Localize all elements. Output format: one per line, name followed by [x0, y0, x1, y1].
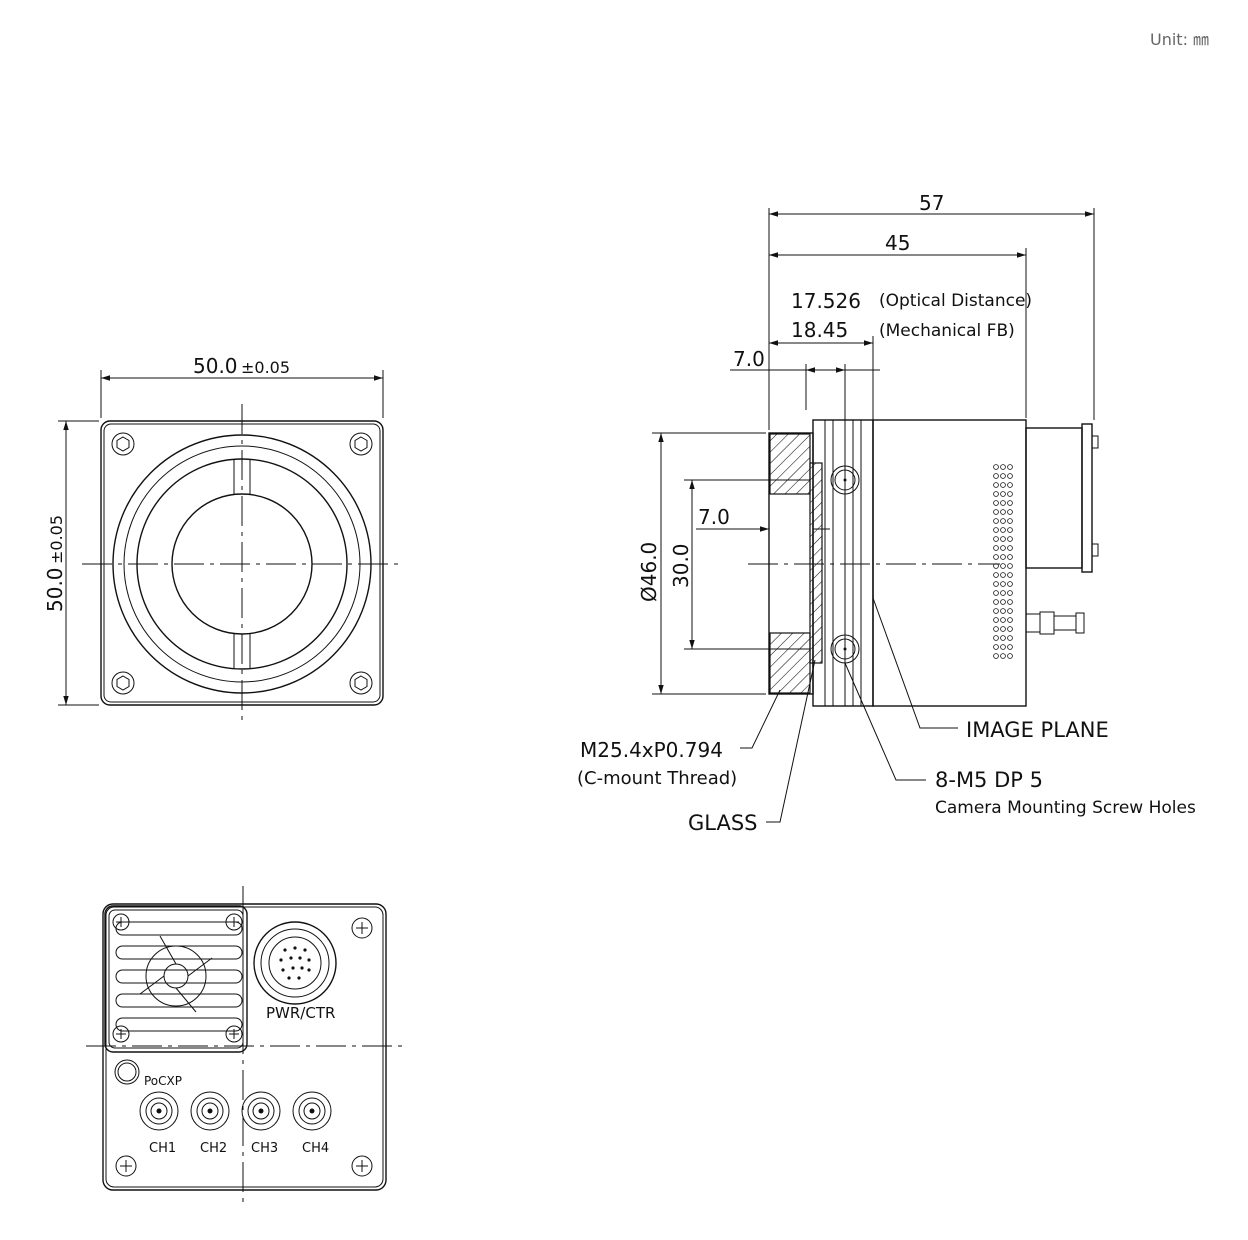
channel-label-ch2: CH2 [200, 1141, 227, 1156]
dim-7-mid: 7.0 [698, 505, 730, 529]
dim-diameter: Ø46.0 [637, 542, 661, 602]
side-view: 57 45 17.526 (Optical Distance) 18.45 (M… [577, 191, 1196, 835]
led-icon [114, 1059, 140, 1085]
dim-optical: 17.526 [791, 289, 861, 313]
hex-screw-icon [349, 671, 373, 695]
screw-icon [225, 1025, 243, 1043]
channel-label-ch3: CH3 [251, 1141, 278, 1156]
callout-screws: 8-M5 DP 5 [935, 768, 1043, 792]
label-mech: (Mechanical FB) [879, 321, 1015, 341]
screw-icon [112, 913, 130, 931]
channel-label-ch4: CH4 [302, 1141, 329, 1156]
screw-hole-icon [830, 465, 860, 495]
coax-ch2-icon [190, 1091, 230, 1131]
dim-mech: 18.45 [791, 318, 848, 342]
screw-icon [225, 913, 243, 931]
front-width-dim: 50.0 [193, 354, 238, 378]
screw-icon [115, 1155, 137, 1177]
vent-holes [993, 464, 1013, 659]
front-width-tol: ±0.05 [241, 358, 290, 377]
unit-label: Unit: ㎜ [1150, 30, 1210, 49]
screw-hole-icon [830, 634, 860, 664]
channel-label-ch1: CH1 [149, 1141, 176, 1156]
callout-thread-sub: (C-mount Thread) [577, 768, 737, 789]
callout-screws-sub: Camera Mounting Screw Holes [935, 798, 1196, 818]
front-view: 50.0 ±0.05 50.0 ±0.05 [43, 354, 402, 722]
screw-icon [351, 1155, 373, 1177]
screw-icon [351, 917, 373, 939]
hex-screw-icon [111, 432, 135, 456]
screw-icon [112, 1025, 130, 1043]
coax-ch1-icon [139, 1091, 179, 1131]
power-connector-icon [253, 921, 337, 1005]
coax-ch4-icon [292, 1091, 332, 1131]
rear-view: PWR/CTR PoCXP CH1 CH2 CH3 CH4 [86, 886, 404, 1206]
front-height-tol: ±0.05 [47, 515, 66, 564]
connector-label: PWR/CTR [266, 1004, 335, 1022]
callout-glass: GLASS [688, 811, 757, 835]
label-optical: (Optical Distance) [879, 291, 1032, 311]
dim-total: 57 [919, 191, 944, 215]
dim-7-top: 7.0 [733, 347, 765, 371]
dim-45: 45 [885, 231, 910, 255]
callout-thread: M25.4xP0.794 [580, 738, 723, 762]
hex-screw-icon [349, 432, 373, 456]
coax-ch3-icon [241, 1091, 281, 1131]
hex-screw-icon [111, 671, 135, 695]
pocxp-label: PoCXP [144, 1074, 182, 1088]
dim-30: 30.0 [669, 543, 693, 588]
fan-grille [115, 921, 243, 1032]
callout-image-plane: IMAGE PLANE [966, 718, 1109, 742]
front-height-dim: 50.0 [43, 567, 67, 612]
